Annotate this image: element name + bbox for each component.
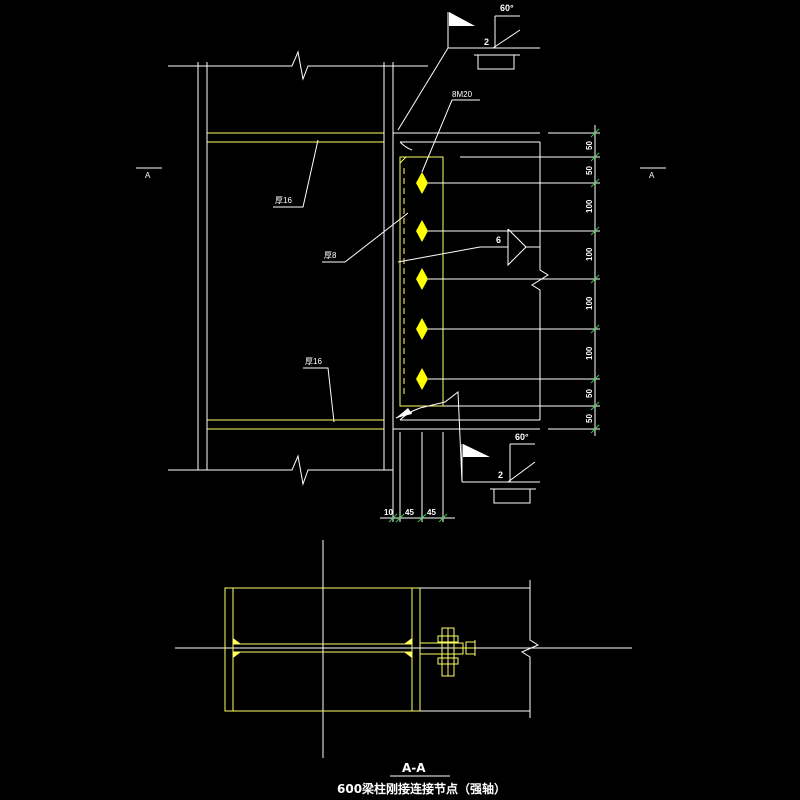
bolt-spec-label: 8M20 <box>452 90 473 99</box>
continuity-plates <box>207 132 384 430</box>
vdim-2: 50 <box>585 166 594 175</box>
drawing-title: A-A 600梁柱刚接连接节点（强轴） <box>337 761 506 796</box>
vdim-7: 50 <box>585 389 594 398</box>
bolt-3 <box>416 268 428 290</box>
thickness-label-top: 厚16 <box>275 196 292 205</box>
groove-gap-top: 2 <box>484 37 489 47</box>
bolt-4 <box>416 318 428 340</box>
beam-elevation <box>393 132 549 430</box>
section-tag-left: A <box>145 171 151 180</box>
vdim-3: 100 <box>585 199 594 213</box>
column-elevation <box>168 50 428 486</box>
hdim-2: 45 <box>405 508 414 517</box>
thickness-label-bottom: 厚16 <box>305 357 322 366</box>
vertical-dimension: 50 50 100 100 100 100 50 50 <box>585 125 600 436</box>
weld-size-label: 6 <box>496 235 501 245</box>
bolt-2 <box>416 220 428 242</box>
vdim-1: 50 <box>585 141 594 150</box>
groove-angle-bottom: 60° <box>515 432 529 442</box>
groove-weld-bottom: 60° 2 <box>395 391 540 504</box>
vdim-5: 100 <box>585 296 594 310</box>
vdim-8: 50 <box>585 414 594 423</box>
vdim-6: 100 <box>585 346 594 360</box>
section-view <box>175 540 632 758</box>
annotations: 8M20 厚16 厚8 厚16 6 <box>273 90 540 423</box>
detail-title: 600梁柱刚接连接节点（强轴） <box>337 781 506 796</box>
groove-gap-bottom: 2 <box>498 470 503 480</box>
hdim-1: 10 <box>384 508 393 517</box>
groove-weld-top: 60° 2 <box>397 3 540 131</box>
section-title: A-A <box>402 761 426 775</box>
section-marks: A A <box>136 167 666 180</box>
bolt-group <box>416 172 428 390</box>
groove-angle-top: 60° <box>500 3 514 13</box>
vdim-4: 100 <box>585 247 594 261</box>
extension-lines <box>428 132 600 430</box>
horizontal-dimension: 10 45 45 <box>380 432 455 523</box>
shear-plate <box>399 156 444 407</box>
section-tag-right: A <box>649 171 655 180</box>
bolt-5 <box>416 368 428 390</box>
hdim-3: 45 <box>427 508 436 517</box>
thickness-label-plate: 厚8 <box>324 251 337 260</box>
bolt-1 <box>416 172 428 194</box>
